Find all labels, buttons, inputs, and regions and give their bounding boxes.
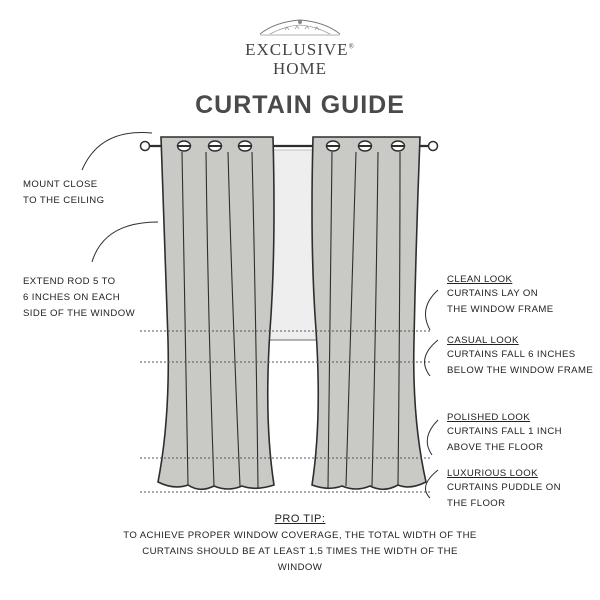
trademark-symbol: ®	[348, 42, 355, 51]
mount-note: MOUNT CLOSE TO THE CEILING	[23, 179, 105, 206]
length-guide-lines	[140, 330, 432, 493]
look-text-clean: CURTAINS LAY ON THE WINDOW FRAME	[447, 288, 554, 315]
extend-rod-note: EXTEND ROD 5 TO 6 INCHES ON EACH SIDE OF…	[23, 276, 136, 319]
brand-name-line2: HOME	[272, 59, 328, 78]
look-heading-casual: CASUAL LOOK	[447, 335, 519, 346]
look-text-casual: CURTAINS FALL 6 INCHES BELOW THE WINDOW …	[447, 349, 594, 376]
rod-finial-left	[139, 140, 151, 152]
right-curtain-panel	[311, 136, 427, 491]
polished-look-bracket	[426, 419, 439, 456]
look-heading-clean: CLEAN LOOK	[447, 274, 513, 285]
pro-tip-text: To achieve proper window coverage, the t…	[123, 530, 477, 573]
look-heading-polished: POLISHED LOOK	[447, 412, 531, 423]
mount-callout-line	[81, 131, 153, 171]
left-curtain-panel	[157, 136, 275, 491]
look-text-luxurious: CURTAINS PUDDLE ON THE FLOOR	[447, 482, 561, 509]
rod-finial-right	[427, 140, 439, 152]
look-heading-luxurious: LUXURIOUS LOOK	[447, 468, 538, 479]
luxurious-look-bracket	[425, 469, 439, 499]
pro-tip-heading: PRO TIP:	[274, 513, 326, 525]
extend-callout-line	[91, 221, 159, 263]
brand-name-line1: EXCLUSIVE®	[245, 40, 355, 59]
clean-look-bracket	[425, 289, 439, 331]
page-title: CURTAIN GUIDE	[195, 91, 405, 119]
look-text-polished: CURTAINS FALL 1 INCH ABOVE THE FLOOR	[447, 426, 562, 453]
casual-look-bracket	[424, 339, 439, 377]
logo-ornament-icon	[259, 19, 341, 36]
